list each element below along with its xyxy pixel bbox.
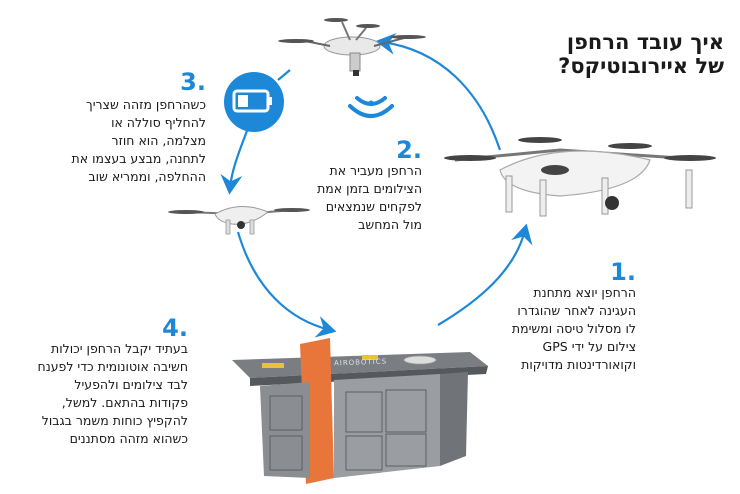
title-line-2: של איירובוטיקס?: [558, 54, 724, 78]
title-line-1: איך עובד הרחפן: [566, 30, 724, 54]
step-3-number: 3.: [180, 68, 206, 96]
step-1-number: 1.: [610, 258, 636, 286]
step-2-text: הרחפן מעביר את הצילומים בזמן אמת לפקחים …: [317, 163, 422, 232]
arrow-left-lower: [236, 231, 337, 338]
step-2-number: 2.: [396, 136, 422, 164]
arrow-top: [375, 32, 502, 151]
step-3-text: כשהרחפן מזהה שצריך להחליף סוללה או מצלמה…: [71, 97, 206, 184]
arrow-left-upper: [220, 127, 250, 195]
step-4-number: 4.: [162, 314, 188, 342]
diagram-title: איך עובד הרחפן של איירובוטיקס?: [494, 30, 724, 78]
arrow-right: [437, 223, 533, 326]
top-drone: [278, 18, 426, 76]
right-drone: [444, 137, 716, 217]
docking-station: [232, 338, 488, 484]
left-drone: [168, 206, 310, 235]
step-1-text: הרחפן יוצא מתחנת העגינה לאחר שהוגדרו לו …: [511, 285, 636, 372]
step-4-text: בעתיד יקבל הרחפן יכולות חשיבה אוטונומית …: [37, 341, 188, 446]
